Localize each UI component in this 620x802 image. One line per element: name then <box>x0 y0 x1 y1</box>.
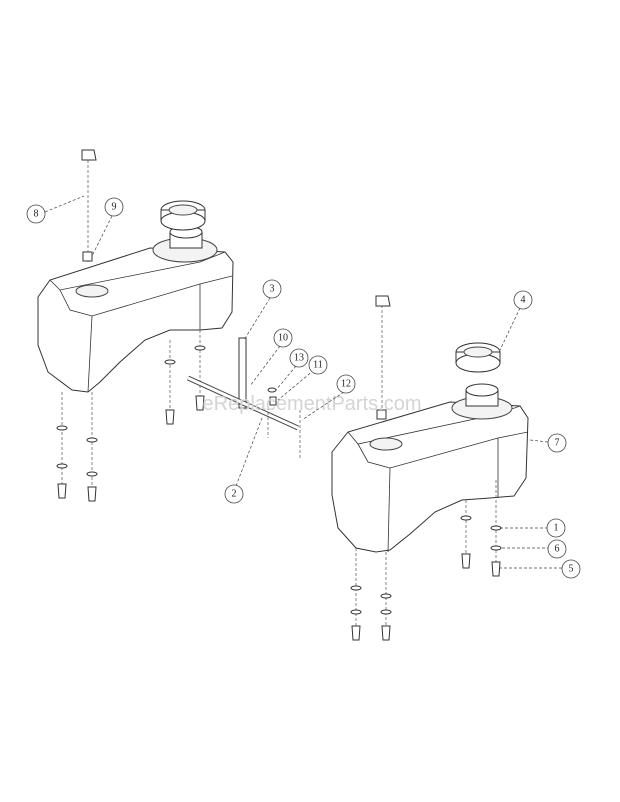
left-fuel-cap <box>160 200 206 231</box>
callout-8: 8 <box>26 204 46 224</box>
callout-label-2: 2 <box>232 489 237 500</box>
callout-label-4: 4 <box>521 295 526 306</box>
right-washer-5 <box>380 593 392 599</box>
callout-3: 3 <box>262 279 282 299</box>
right-washer-1 <box>460 515 472 521</box>
left-tank-top-edge <box>49 251 226 291</box>
callout-label-1: 1 <box>554 523 559 534</box>
right-pickup-tube <box>375 295 391 420</box>
right-tank-neck-top <box>465 383 499 397</box>
left-bolt-2 <box>195 395 205 411</box>
left-washer-4 <box>86 437 98 443</box>
right-fuel-cap <box>455 342 501 373</box>
hose <box>238 337 247 409</box>
right-fuel-tank-assembly <box>331 383 529 641</box>
callout-13: 13 <box>289 348 309 368</box>
left-pickup-tube <box>81 149 97 262</box>
right-tank-front-edge <box>387 467 391 553</box>
fitting-11 <box>269 396 277 406</box>
right-washer-3 <box>490 545 502 551</box>
callout-10: 10 <box>273 328 293 348</box>
callout-label-8: 8 <box>34 209 39 220</box>
callout-label-12: 12 <box>341 379 351 390</box>
right-bolt-1 <box>461 553 471 569</box>
left-bolt-4 <box>87 486 97 502</box>
right-washer-2 <box>490 525 502 531</box>
left-washer-1 <box>164 359 176 365</box>
right-washer-4 <box>350 585 362 591</box>
right-bolt-3 <box>351 625 361 641</box>
watermark: eReplacementParts.com <box>203 393 422 415</box>
callout-1: 1 <box>546 518 566 538</box>
callout-label-7: 7 <box>555 438 560 449</box>
callout-label-10: 10 <box>278 333 288 344</box>
callout-label-13: 13 <box>294 353 304 364</box>
left-washer-3 <box>56 425 68 431</box>
left-tank-front-edge <box>87 315 93 393</box>
callout-6: 6 <box>547 539 567 559</box>
callout-label-9: 9 <box>112 202 117 213</box>
callout-2: 2 <box>224 484 244 504</box>
callout-7: 7 <box>547 433 567 453</box>
left-bolt-1 <box>165 409 175 425</box>
callout-4: 4 <box>513 290 533 310</box>
callout-12: 12 <box>336 374 356 394</box>
right-bolt-4 <box>381 625 391 641</box>
leader-lines <box>44 195 562 569</box>
callout-label-3: 3 <box>270 284 275 295</box>
left-washer-2 <box>194 345 206 351</box>
callout-label-5: 5 <box>569 564 574 575</box>
right-tank-sender-port <box>369 437 403 451</box>
left-fuel-tank-assembly <box>37 225 234 502</box>
clamp-13 <box>267 387 277 393</box>
center-fuel-line-parts <box>186 337 301 460</box>
callout-label-11: 11 <box>313 360 323 371</box>
right-washer-7 <box>380 609 392 615</box>
callout-11: 11 <box>308 355 328 375</box>
callout-5: 5 <box>561 559 581 579</box>
callout-9: 9 <box>104 197 124 217</box>
left-bolt-3 <box>57 483 67 499</box>
left-washer-6 <box>86 471 98 477</box>
callout-label-6: 6 <box>555 544 560 555</box>
right-washer-6 <box>350 609 362 615</box>
left-washer-5 <box>56 463 68 469</box>
left-fuel-tank <box>37 247 234 393</box>
right-bolt-2 <box>491 561 501 577</box>
left-tank-sender-port <box>75 284 109 298</box>
fuel-line-highlight <box>187 376 299 430</box>
